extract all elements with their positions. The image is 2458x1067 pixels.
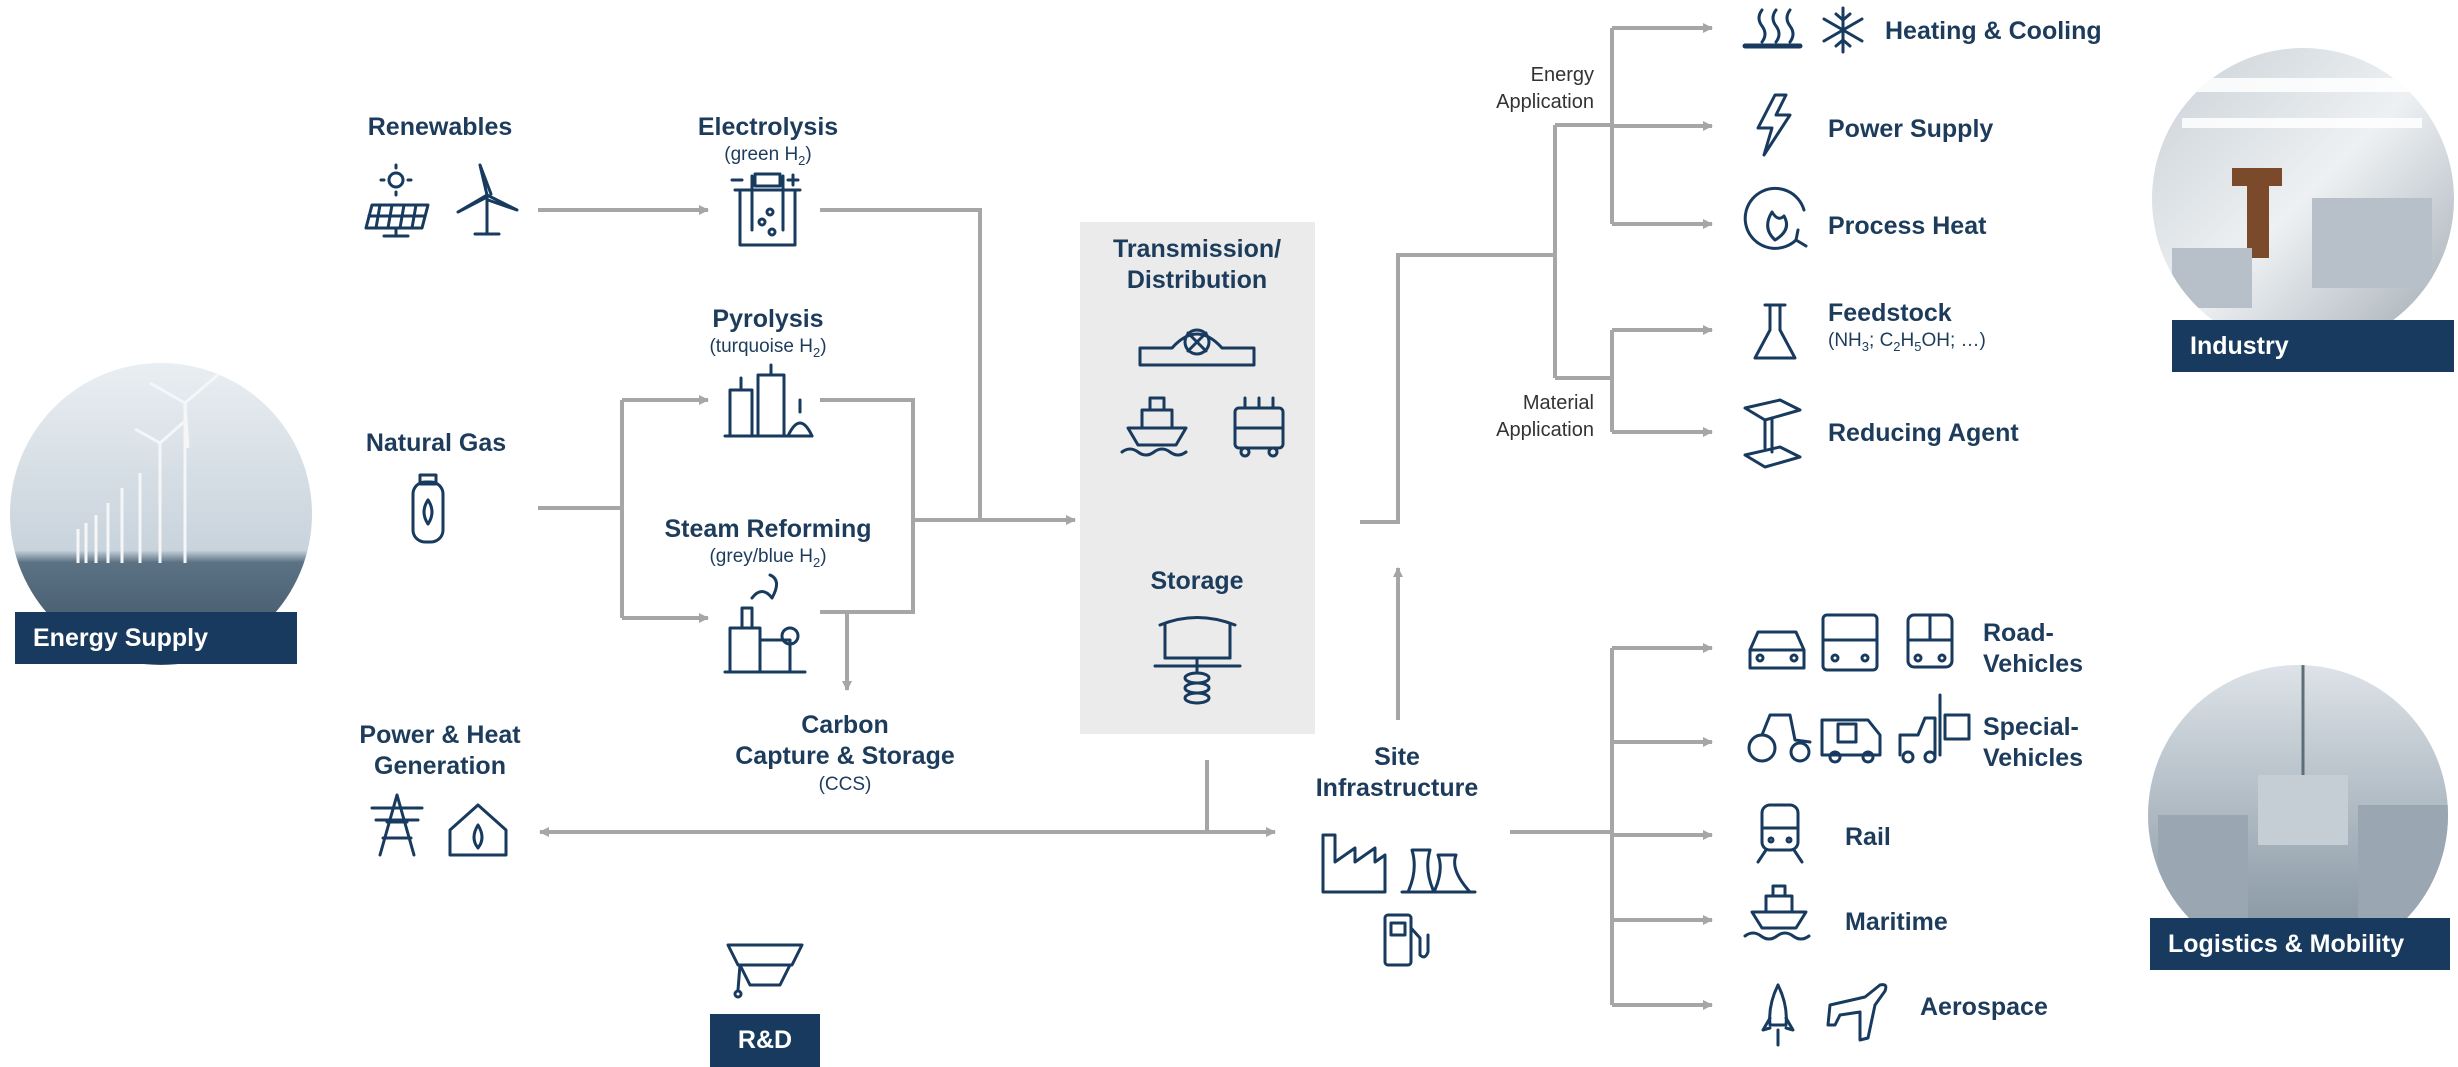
rnd-tag: R&D bbox=[710, 1014, 820, 1067]
ccs-abbr: (CCS) bbox=[818, 774, 872, 795]
industry-photo bbox=[2152, 48, 2454, 350]
pipeline-valve-icon bbox=[1138, 328, 1256, 367]
car-icon bbox=[1748, 630, 1806, 670]
bus-icon bbox=[1906, 613, 1954, 669]
storage-label: Storage bbox=[1150, 567, 1244, 595]
steam-reformer-icon bbox=[723, 573, 807, 674]
reducing-agent-label: Reducing Agent bbox=[1828, 419, 2019, 447]
truck-icon bbox=[1821, 613, 1879, 672]
pyrolysis-label: Pyrolysis bbox=[712, 305, 824, 333]
steam-reforming-label: Steam Reforming bbox=[664, 515, 872, 543]
energy-supply-tag: Energy Supply bbox=[15, 612, 297, 664]
special-vehicles-label: Special-Vehicles bbox=[1983, 713, 2084, 773]
gas-cylinder-icon bbox=[411, 473, 445, 544]
electrolysis-sub: (green H2) bbox=[724, 144, 812, 168]
road-vehicles-label: Road-Vehicles bbox=[1983, 619, 2084, 679]
connector-arrows bbox=[538, 23, 1713, 1010]
rocket-icon bbox=[1761, 983, 1795, 1047]
storage-tank-icon bbox=[1153, 616, 1242, 705]
power-supply-label: Power Supply bbox=[1828, 115, 1994, 143]
power-pylon-icon bbox=[370, 793, 424, 857]
steel-beam-icon bbox=[1743, 398, 1802, 469]
industry-tag: Industry bbox=[2172, 320, 2454, 372]
maritime-ship-icon bbox=[1743, 884, 1811, 941]
heat-waves-icon bbox=[1742, 8, 1803, 49]
factory-icon bbox=[1321, 833, 1387, 894]
flask-icon bbox=[1753, 303, 1797, 360]
sun-icon bbox=[379, 163, 413, 197]
graduation-cap-icon bbox=[726, 943, 804, 999]
electrolysis-label: Electrolysis bbox=[697, 113, 839, 141]
cooling-tower-icon bbox=[1400, 848, 1477, 894]
pyrolysis-plant-icon bbox=[723, 363, 814, 438]
house-flame-icon bbox=[448, 803, 508, 857]
renewables-label: Renewables bbox=[367, 113, 513, 141]
transmission-storage-panel bbox=[1080, 222, 1315, 734]
steam-reforming-sub: (grey/blue H2) bbox=[709, 546, 827, 570]
tank-truck-icon bbox=[1233, 396, 1285, 458]
wind-turbine-icon bbox=[456, 163, 519, 236]
flame-cycle-icon bbox=[1743, 186, 1808, 250]
pyrolysis-sub: (turquoise H2) bbox=[709, 336, 827, 360]
train-icon bbox=[1756, 803, 1804, 864]
feedstock-label: Feedstock bbox=[1828, 299, 1952, 327]
maritime-label: Maritime bbox=[1845, 908, 1948, 936]
garbage-truck-icon bbox=[1820, 718, 1882, 764]
natural-gas-label: Natural Gas bbox=[365, 429, 507, 457]
ship-icon bbox=[1120, 396, 1188, 457]
electrolyzer-icon bbox=[730, 172, 802, 247]
logistics-mobility-tag: Logistics & Mobility bbox=[2150, 918, 2450, 970]
process-heat-label: Process Heat bbox=[1828, 212, 1987, 240]
heating-cooling-label: Heating & Cooling bbox=[1885, 17, 2102, 45]
lightning-icon bbox=[1756, 93, 1792, 157]
tractor-icon bbox=[1747, 713, 1812, 763]
solar-panel-icon bbox=[364, 203, 430, 238]
fuel-pump-icon bbox=[1383, 913, 1430, 967]
snowflake-icon bbox=[1822, 6, 1864, 54]
airplane-icon bbox=[1826, 983, 1888, 1042]
rail-label: Rail bbox=[1845, 823, 1891, 851]
feedstock-formula: (NH3; C2H5OH; …) bbox=[1828, 330, 1986, 354]
aerospace-label: Aerospace bbox=[1920, 993, 2048, 1021]
transmission-label: Transmission/Distribution bbox=[1112, 235, 1282, 295]
forklift-icon bbox=[1898, 693, 1971, 764]
